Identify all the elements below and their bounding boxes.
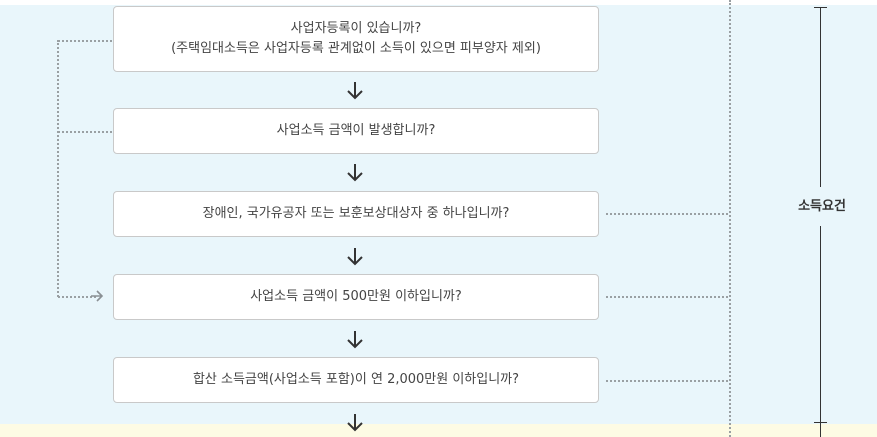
step-box-business-income: 사업소득 금액이 발생합니까? [113, 108, 599, 154]
right-connector-step5 [606, 380, 728, 382]
left-connector-step4 [58, 296, 96, 298]
arrow-down-icon [347, 414, 363, 432]
bracket-upper-line [820, 7, 821, 187]
left-connector-step2 [58, 131, 112, 133]
step-box-income-5m: 사업소득 금액이 500만원 이하입니까? [113, 274, 599, 320]
left-connector-vertical [57, 40, 59, 297]
step-question: 사업소득 금액이 발생합니까? [276, 123, 436, 138]
arrow-down-icon [347, 164, 363, 182]
bracket-lower-line [820, 226, 821, 437]
arrow-down-icon [347, 82, 363, 100]
bracket-bottom-tick [814, 422, 827, 423]
step-question: 합산 소득금액(사업소득 포함)이 연 2,000만원 이하입니까? [192, 372, 520, 387]
step-question: 장애인, 국가유공자 또는 보훈보상대상자 중 하나입니까? [202, 206, 510, 221]
left-connector-step1 [58, 40, 112, 42]
income-requirement-label: 소득요건 [798, 199, 846, 214]
step-box-business-registration: 사업자등록이 있습니까? (주택임대소득은 사업자등록 관계없이 소득이 있으면… [113, 6, 599, 72]
right-connector-vertical [729, 0, 731, 437]
arrow-down-icon [347, 331, 363, 349]
arrow-right-icon [91, 290, 104, 302]
right-connector-step3 [606, 213, 728, 215]
step-box-disability-veteran: 장애인, 국가유공자 또는 보훈보상대상자 중 하나입니까? [113, 191, 599, 237]
arrow-down-icon [347, 248, 363, 266]
step-note: (주택임대소득은 사업자등록 관계없이 소득이 있으면 피부양자 제외) [171, 41, 541, 56]
top-band [0, 0, 877, 5]
bottom-band [0, 424, 877, 437]
step-box-total-income-20m: 합산 소득금액(사업소득 포함)이 연 2,000만원 이하입니까? [113, 357, 599, 403]
step-question: 사업소득 금액이 500만원 이하입니까? [250, 289, 462, 304]
right-connector-step4 [606, 296, 728, 298]
step-question: 사업자등록이 있습니까? [290, 21, 422, 36]
